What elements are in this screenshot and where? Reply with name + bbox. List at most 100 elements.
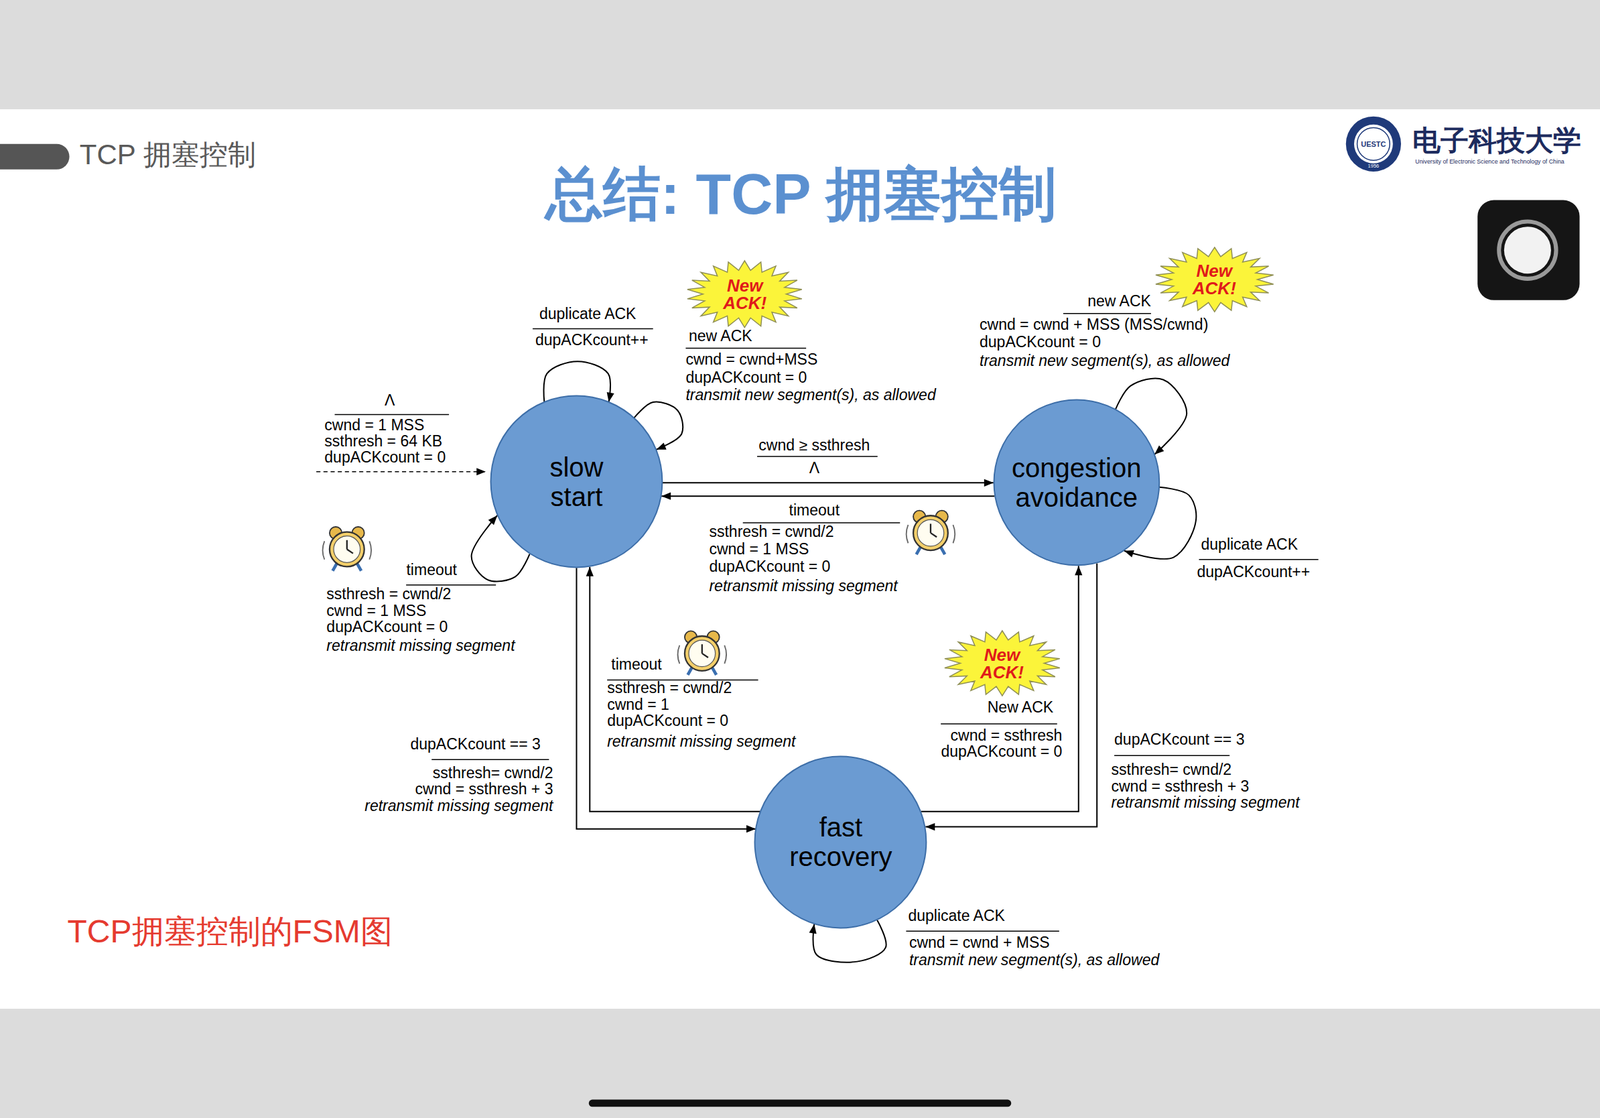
action-text: cwnd = ssthresh + 3 bbox=[415, 781, 554, 797]
separator-line bbox=[685, 347, 807, 350]
action-text: ssthresh= cwnd/2 bbox=[432, 764, 554, 780]
state-name: congestion avoidance bbox=[1001, 452, 1152, 512]
new-ack-starburst: New ACK! bbox=[942, 629, 1062, 697]
circle-shape bbox=[993, 400, 1160, 566]
separator-line bbox=[905, 929, 1059, 932]
event-label: duplicate ACK bbox=[539, 305, 636, 321]
separator-lines bbox=[335, 313, 1319, 932]
state-circle: congestion avoidance bbox=[992, 398, 1161, 567]
event-label: timeout bbox=[611, 656, 662, 673]
action-text: transmit new segment(s), as allowed bbox=[909, 951, 1160, 967]
action-text: dupACKcount = 0 bbox=[979, 334, 1101, 350]
action-text: cwnd = cwnd + MSS (MSS/cwnd) bbox=[979, 316, 1209, 333]
state-name: fast recovery bbox=[773, 812, 908, 872]
circle-shape bbox=[755, 755, 927, 928]
transition-arrow bbox=[661, 495, 995, 497]
event-label: New ACK bbox=[987, 699, 1054, 715]
action-text: retransmit missing segment bbox=[326, 637, 515, 653]
separator-line bbox=[406, 584, 496, 586]
action-text: ssthresh = cwnd/2 bbox=[708, 523, 834, 540]
action-text: ssthresh = 64 KB bbox=[324, 432, 443, 449]
action-text: dupACKcount = 0 bbox=[324, 449, 446, 465]
logo-inner-ring bbox=[1357, 127, 1391, 161]
record-button-disk bbox=[1504, 226, 1552, 274]
action-text: cwnd = 1 bbox=[607, 696, 670, 712]
action-text: dupACKcount++ bbox=[535, 332, 649, 348]
separator-line bbox=[1198, 558, 1318, 561]
university-logo bbox=[1346, 116, 1402, 172]
starburst-shape bbox=[944, 630, 1060, 696]
record-button bbox=[1477, 200, 1580, 301]
action-text: dupACKcount = 0 bbox=[326, 619, 448, 635]
event-label: cwnd ≥ ssthresh bbox=[758, 437, 870, 453]
logo-text: UESTC bbox=[1360, 140, 1386, 148]
action-text: retransmit missing segment bbox=[364, 797, 553, 813]
action-text: dupACKcount = 0 bbox=[685, 369, 807, 386]
event-label: duplicate ACK bbox=[1201, 536, 1298, 552]
init-event: Λ bbox=[384, 392, 395, 409]
action-text: cwnd = ssthresh + 3 bbox=[1111, 777, 1250, 794]
transition-arrow bbox=[921, 565, 1079, 812]
action-text: ssthresh = cwnd/2 bbox=[326, 586, 451, 602]
new-ack-starburst: New ACK! bbox=[1153, 245, 1276, 313]
action-text: cwnd = cwnd + MSS bbox=[909, 934, 1050, 950]
state-circle: fast recovery bbox=[753, 755, 928, 929]
action-text: ssthresh = cwnd/2 bbox=[607, 680, 732, 696]
event-label: new ACK bbox=[1087, 293, 1152, 309]
bottom-band bbox=[0, 1008, 1600, 1118]
slide-title: 总结: TCP 拥塞控制 bbox=[545, 164, 1057, 223]
starburst-text: New ACK! bbox=[1187, 261, 1241, 297]
record-button-ring bbox=[1498, 221, 1556, 279]
event-label: timeout bbox=[406, 561, 457, 577]
figure-caption: TCP拥塞控制的FSM图 bbox=[67, 915, 393, 948]
action-text: dupACKcount = 0 bbox=[940, 743, 1062, 759]
action-text: dupACKcount = 0 bbox=[708, 558, 831, 575]
separator-line bbox=[532, 328, 654, 330]
action-text: dupACKcount++ bbox=[1196, 563, 1310, 579]
action-text: Λ bbox=[809, 459, 820, 476]
action-text: ssthresh= cwnd/2 bbox=[1111, 761, 1233, 778]
logo-center bbox=[1354, 124, 1393, 164]
event-label: duplicate ACK bbox=[907, 907, 1005, 924]
action-text: cwnd = cwnd+MSS bbox=[685, 351, 818, 368]
action-text: transmit new segment(s), as allowed bbox=[685, 387, 936, 403]
record-button-frame bbox=[1477, 200, 1580, 301]
header-pill bbox=[0, 144, 70, 170]
action-text: dupACKcount = 0 bbox=[607, 712, 729, 729]
logo-subtitle: University of Electronic Science and Tec… bbox=[1415, 158, 1564, 165]
transition-arrow bbox=[576, 567, 756, 829]
separator-line bbox=[431, 759, 549, 761]
alarm-clock-icon bbox=[678, 630, 727, 675]
initial-arrow bbox=[316, 471, 486, 473]
separator-line bbox=[743, 521, 901, 524]
event-label: new ACK bbox=[688, 328, 753, 344]
starburst-text: New ACK! bbox=[975, 645, 1030, 681]
action-text: cwnd = 1 MSS bbox=[324, 416, 425, 433]
alarm-clock-icon bbox=[322, 526, 372, 571]
action-text: cwnd = 1 MSS bbox=[326, 602, 427, 618]
separator-line bbox=[1063, 312, 1152, 315]
separator-line bbox=[335, 414, 450, 416]
header-text: TCP 拥塞控制 bbox=[79, 140, 256, 169]
action-text: cwnd = ssthresh bbox=[950, 726, 1063, 743]
action-text: retransmit missing segment bbox=[607, 732, 796, 749]
state-circle: slow start bbox=[489, 394, 664, 569]
separator-line bbox=[1114, 754, 1230, 756]
action-text: retransmit missing segment bbox=[1111, 794, 1300, 811]
action-text: transmit new segment(s), as allowed bbox=[979, 352, 1230, 368]
starburst-text: New ACK! bbox=[718, 276, 772, 312]
action-text: cwnd = 1 MSS bbox=[708, 541, 809, 557]
event-label: dupACKcount == 3 bbox=[410, 736, 541, 752]
state-name: slow start bbox=[525, 452, 627, 512]
home-indicator bbox=[588, 1099, 1012, 1107]
action-text: retransmit missing segment bbox=[708, 578, 898, 594]
alarm-clock-icon bbox=[906, 510, 955, 555]
transition-arrow bbox=[925, 562, 1097, 827]
circle-shape bbox=[491, 395, 663, 568]
logo-ring bbox=[1346, 116, 1402, 172]
top-band bbox=[0, 0, 1600, 110]
separator-line bbox=[940, 722, 1058, 725]
logo-wordmark: 电子科技大学 bbox=[1412, 126, 1582, 155]
transition-arrow bbox=[589, 566, 761, 812]
